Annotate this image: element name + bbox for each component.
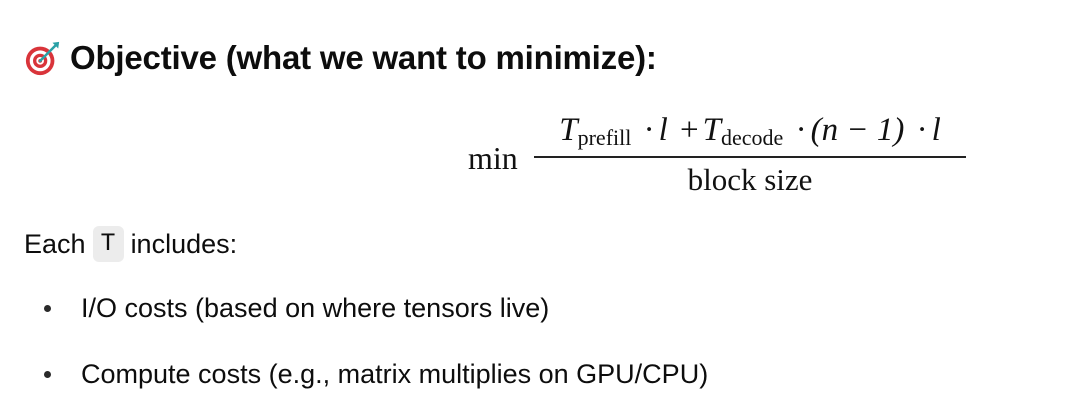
heading-text: Objective (what we want to minimize): <box>70 39 657 76</box>
formula-denominator: block size <box>687 161 813 197</box>
decode-subscript: decode <box>721 125 784 150</box>
direct-hit-target-icon <box>25 41 60 76</box>
t-symbol: T <box>702 112 722 148</box>
list-item-text: I/O costs (based on where tensors live) <box>81 292 550 323</box>
paragraph-suffix: includes: <box>130 228 238 259</box>
formula-numerator: Tprefill ·l +Tdecode ·(n − 1) ·l <box>534 108 966 152</box>
fraction: Tprefill ·l +Tdecode ·(n − 1) ·l block s… <box>534 108 966 200</box>
list-item: Compute costs (e.g., matrix multiplies o… <box>44 354 708 394</box>
prefill-subscript: prefill <box>577 125 632 150</box>
plus-operator: + <box>680 112 699 148</box>
includes-paragraph: Each T includes: <box>24 222 237 266</box>
min-operator: min <box>468 140 518 176</box>
inline-code-t: T <box>92 226 124 262</box>
bullet-dot-icon <box>44 370 51 378</box>
n-minus-one-term: (n − 1) <box>810 112 905 148</box>
list-item: I/O costs (based on where tensors live) <box>44 288 549 328</box>
t-symbol: T <box>559 112 578 148</box>
l-symbol: l <box>931 112 941 148</box>
dot-operator: · <box>916 112 928 148</box>
l-symbol: l <box>658 112 668 148</box>
section-heading: Objective (what we want to minimize): <box>24 36 657 80</box>
bullet-dot-icon <box>44 304 51 312</box>
paragraph-prefix: Each <box>24 228 86 259</box>
dot-operator: · <box>795 112 807 148</box>
list-item-text: Compute costs (e.g., matrix multiplies o… <box>81 358 709 389</box>
dot-operator: · <box>643 112 655 148</box>
fraction-bar <box>534 156 966 158</box>
